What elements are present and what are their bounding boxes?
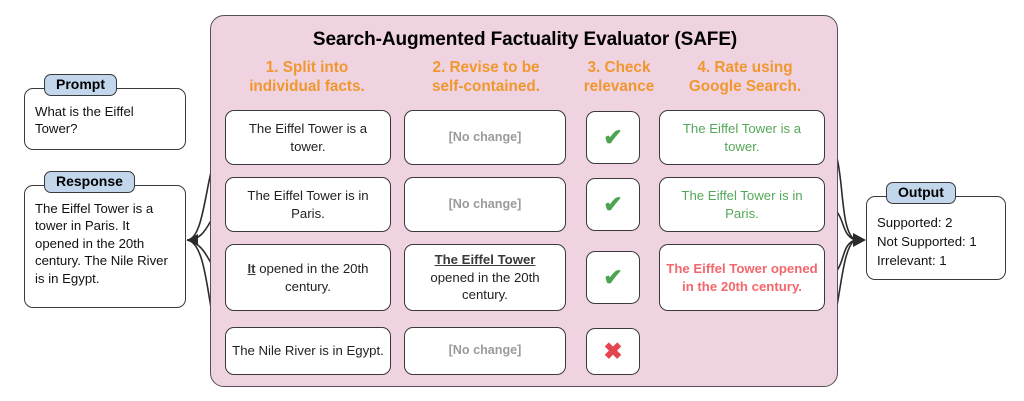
cell-relevance-row3: ✔ [586, 251, 640, 304]
column-header-split: 1. Split into individual facts. [249, 59, 365, 95]
cell-rate-row3: The Eiffel Tower opened in the 20th cent… [659, 244, 825, 311]
output-line-irrelevant: Irrelevant: 1 [877, 253, 947, 268]
wire-output-arrow [853, 233, 866, 247]
prompt-label: Prompt [44, 74, 117, 96]
page-title: Search-Augmented Factuality Evaluator (S… [312, 29, 738, 50]
cell-relevance-row2: ✔ [586, 178, 640, 231]
revise-highlight-row3: The Eiffel Tower [434, 252, 536, 268]
output-line-not-supported: Not Supported: 1 [877, 234, 977, 249]
column-header-revise: 2. Revise to be self-contained. [432, 59, 540, 95]
output-line-supported: Supported: 2 [877, 215, 953, 230]
response-label: Response [44, 171, 135, 193]
cell-relevance-row4: ✖ [586, 328, 640, 375]
split-highlight-row3: It [247, 261, 256, 277]
column-header-relevance: 3. Check relevance [583, 59, 655, 95]
cell-split-row2: The Eiffel Tower is in Paris. [225, 177, 391, 232]
output-label: Output [886, 182, 956, 204]
wire-response-arrow [187, 234, 198, 246]
cell-rate-row2: The Eiffel Tower is in Paris. [659, 177, 825, 232]
cell-revise-row2: [No change] [404, 177, 566, 232]
revise-rest-row3: opened in the 20th century. [430, 269, 540, 303]
cell-split-row3: It opened in the 20th century. [225, 244, 391, 311]
prompt-text: What is the Eiffel Tower? [35, 104, 134, 137]
column-header-rate: 4. Rate using Google Search. [688, 59, 802, 95]
cell-revise-row1: [No change] [404, 110, 566, 165]
cell-revise-row4: [No change] [404, 327, 566, 375]
cell-split-row1: The Eiffel Tower is a tower. [225, 110, 391, 165]
split-rest-row3: opened in the 20th century. [255, 261, 369, 294]
response-text: The Eiffel Tower is a tower in Paris. It… [35, 201, 168, 286]
cell-rate-row1: The Eiffel Tower is a tower. [659, 110, 825, 165]
cell-split-row4: The Nile River is in Egypt. [225, 327, 391, 375]
prompt-box: What is the Eiffel Tower? [24, 88, 186, 150]
output-lines: Supported: 2 Not Supported: 1 Irrelevant… [867, 197, 1005, 276]
cell-relevance-row1: ✔ [586, 111, 640, 164]
response-box: The Eiffel Tower is a tower in Paris. It… [24, 185, 186, 308]
output-box: Supported: 2 Not Supported: 1 Irrelevant… [866, 196, 1006, 280]
